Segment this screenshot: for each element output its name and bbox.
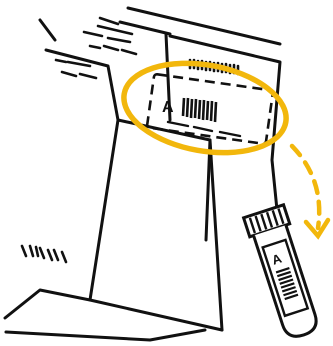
page-right-lower [210,140,222,330]
form-top-edge [128,8,280,44]
specimen-label: A [147,74,273,144]
lower-sheet-edge [5,290,90,318]
form-scribbles [22,18,136,262]
scribble-line [90,46,136,54]
specimen-label-barcode [183,98,216,122]
scribble-mark [48,250,66,262]
scribble-line [62,72,96,78]
lower-sheet-bottom [6,330,205,340]
transfer-arrow [292,146,328,236]
scribble-mark [22,246,44,258]
form-left-corner [40,20,55,40]
requisition-form [5,8,280,340]
scribble-line [98,18,132,34]
scribble-line [84,32,130,42]
specimen-label-letter: A [162,99,174,116]
